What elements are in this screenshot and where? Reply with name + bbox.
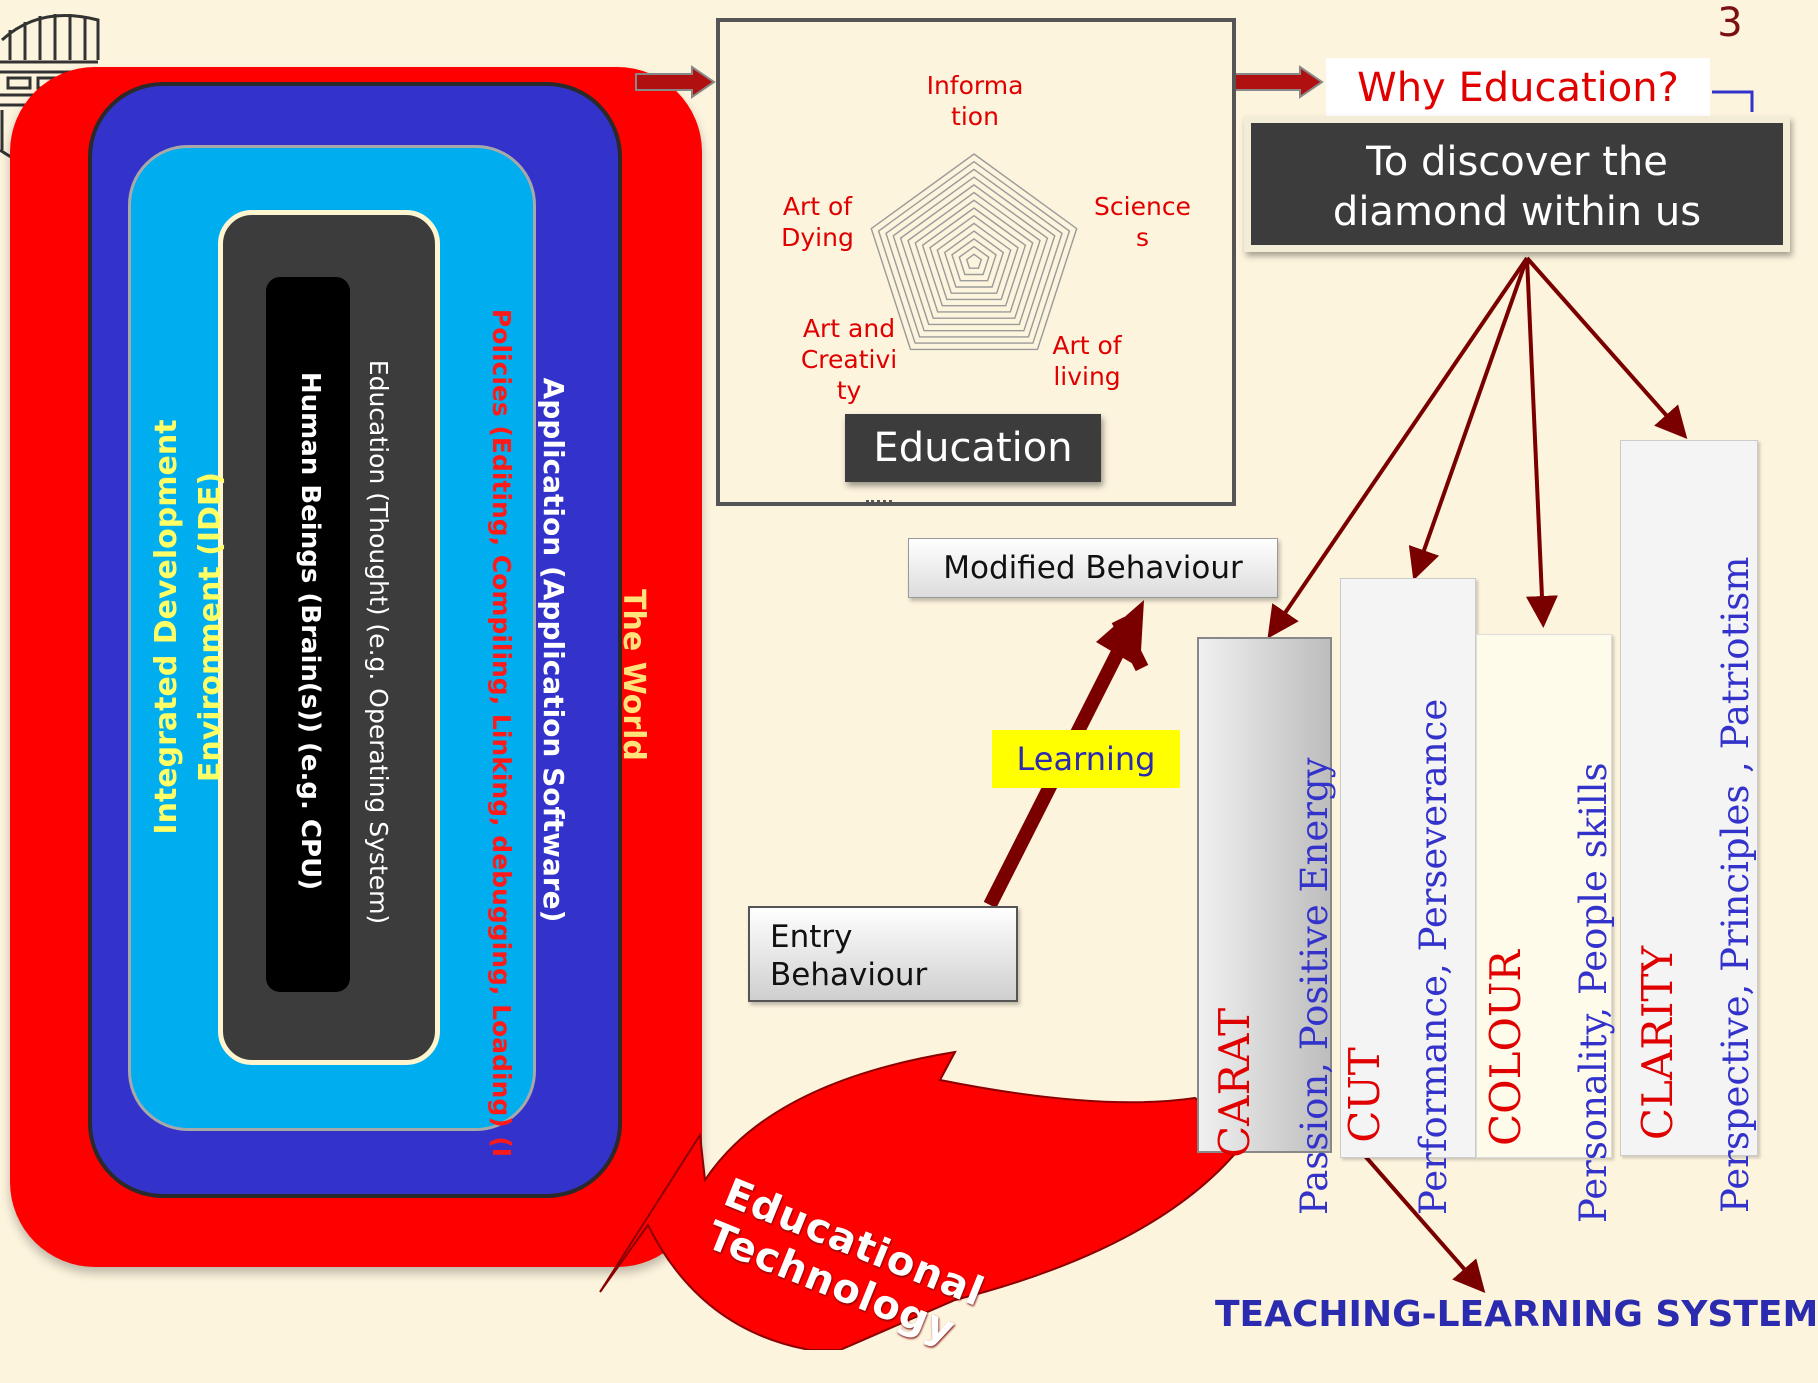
- column-carat: [1197, 637, 1332, 1153]
- educational-technology-arrow: [599, 1050, 1252, 1350]
- carat-desc: Passion, Positive Energy: [1293, 757, 1336, 1216]
- column-clarity: [1620, 440, 1758, 1156]
- clarity-desc: Perspective, Principles , Patriotism: [1714, 556, 1757, 1213]
- human-layer: [266, 277, 350, 992]
- radar-label-art-and-creativity: Art and Creativi ty: [800, 314, 898, 405]
- radar-label-sciences: Science s: [1094, 192, 1191, 252]
- clarity-key: CLARITY: [1633, 945, 1682, 1141]
- radar-chart: [870, 153, 1078, 351]
- radar-label-information: Informa tion: [926, 71, 1024, 131]
- cut-key: CUT: [1340, 1047, 1389, 1143]
- radar-label-art-of-living: Art of living: [1052, 331, 1122, 391]
- radar-ring: [965, 253, 983, 269]
- carat-key: CARAT: [1210, 1007, 1259, 1158]
- radar-ring: [929, 214, 1019, 301]
- column-colour: [1476, 634, 1612, 1158]
- radar-label-art-of-dying: Art of Dying: [781, 192, 854, 252]
- radar-ring: [899, 184, 1049, 326]
- radar-ring: [936, 222, 1012, 294]
- radar-ring: [870, 153, 1078, 351]
- entry-behaviour-box: Entry Behaviour: [748, 906, 1018, 1002]
- why-education-label: Why Education?: [1326, 58, 1710, 118]
- cut-desc: Performance, Perseverance: [1412, 698, 1455, 1215]
- diamond-answer-box: To discover the diamond within us: [1244, 116, 1790, 252]
- radar-ring: [921, 207, 1027, 307]
- colour-desc: Personality, People skills: [1572, 762, 1615, 1224]
- radar-ring: [885, 168, 1063, 338]
- radar-handle: [866, 500, 892, 513]
- learning-label: Learning: [992, 730, 1180, 788]
- column-cut: [1340, 578, 1476, 1158]
- colour-key: COLOUR: [1481, 950, 1530, 1146]
- radar-title: Education: [845, 414, 1101, 482]
- radar-ring: [892, 176, 1056, 332]
- slide-number: 3: [1717, 0, 1743, 46]
- radar-ring: [958, 245, 990, 276]
- modified-behaviour-box: Modified Behaviour: [908, 538, 1278, 598]
- teaching-learning-system-label: TEACHING-LEARNING SYSTEM: [1215, 1294, 1818, 1335]
- radar-ring: [914, 199, 1034, 313]
- connector-arrows: [599, 65, 1754, 1350]
- radar-ring: [951, 238, 997, 282]
- radar-ring: [907, 191, 1041, 319]
- radar-ring: [877, 160, 1071, 344]
- radar-ring: [943, 230, 1005, 288]
